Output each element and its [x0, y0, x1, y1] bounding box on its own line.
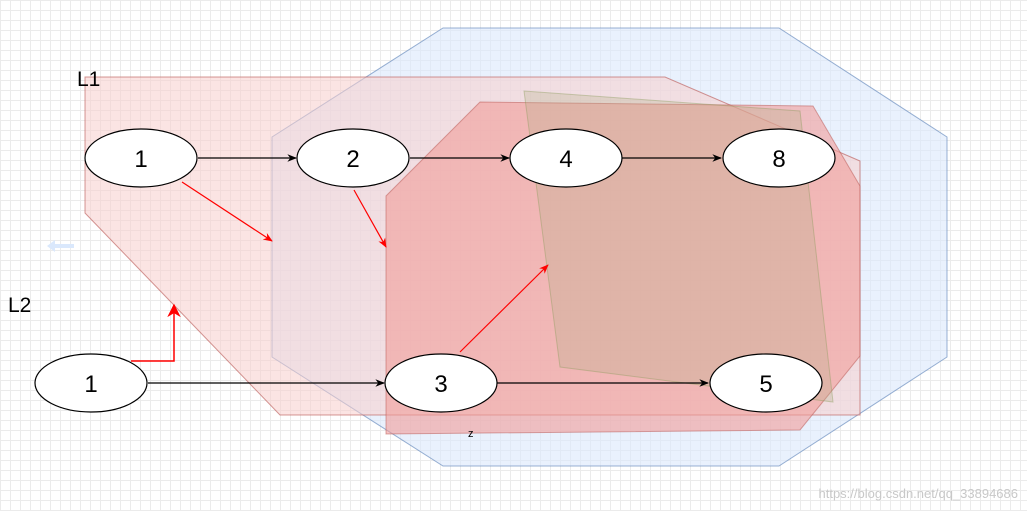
node-2-label: 2 [346, 146, 359, 173]
node-4-label: 4 [559, 146, 572, 173]
red-edge-3 [459, 264, 549, 353]
node-1-bottom[interactable]: 1 [34, 353, 148, 413]
red-edge-2 [353, 189, 387, 248]
red-region [385, 101, 861, 435]
node-8[interactable]: 8 [722, 128, 836, 188]
node-1-top[interactable]: 1 [84, 128, 198, 188]
node-3-label: 3 [434, 371, 447, 398]
node-1-bottom-label: 1 [84, 371, 97, 398]
red-edge-l2-up [131, 303, 181, 362]
red-edge-1 [181, 181, 273, 242]
node-3[interactable]: 3 [384, 353, 498, 413]
node-4[interactable]: 4 [509, 128, 623, 188]
label-l2: L2 [8, 294, 31, 317]
node-5[interactable]: 5 [709, 353, 823, 413]
node-2[interactable]: 2 [296, 128, 410, 188]
watermark-text: https://blog.csdn.net/qq_33894686 [819, 486, 1019, 501]
node-5-label: 5 [759, 371, 772, 398]
node-8-label: 8 [772, 146, 785, 173]
label-z: z [468, 428, 474, 440]
node-1-top-label: 1 [134, 146, 147, 173]
faint-arrow-icon [47, 240, 74, 252]
label-l1: L1 [77, 68, 100, 91]
